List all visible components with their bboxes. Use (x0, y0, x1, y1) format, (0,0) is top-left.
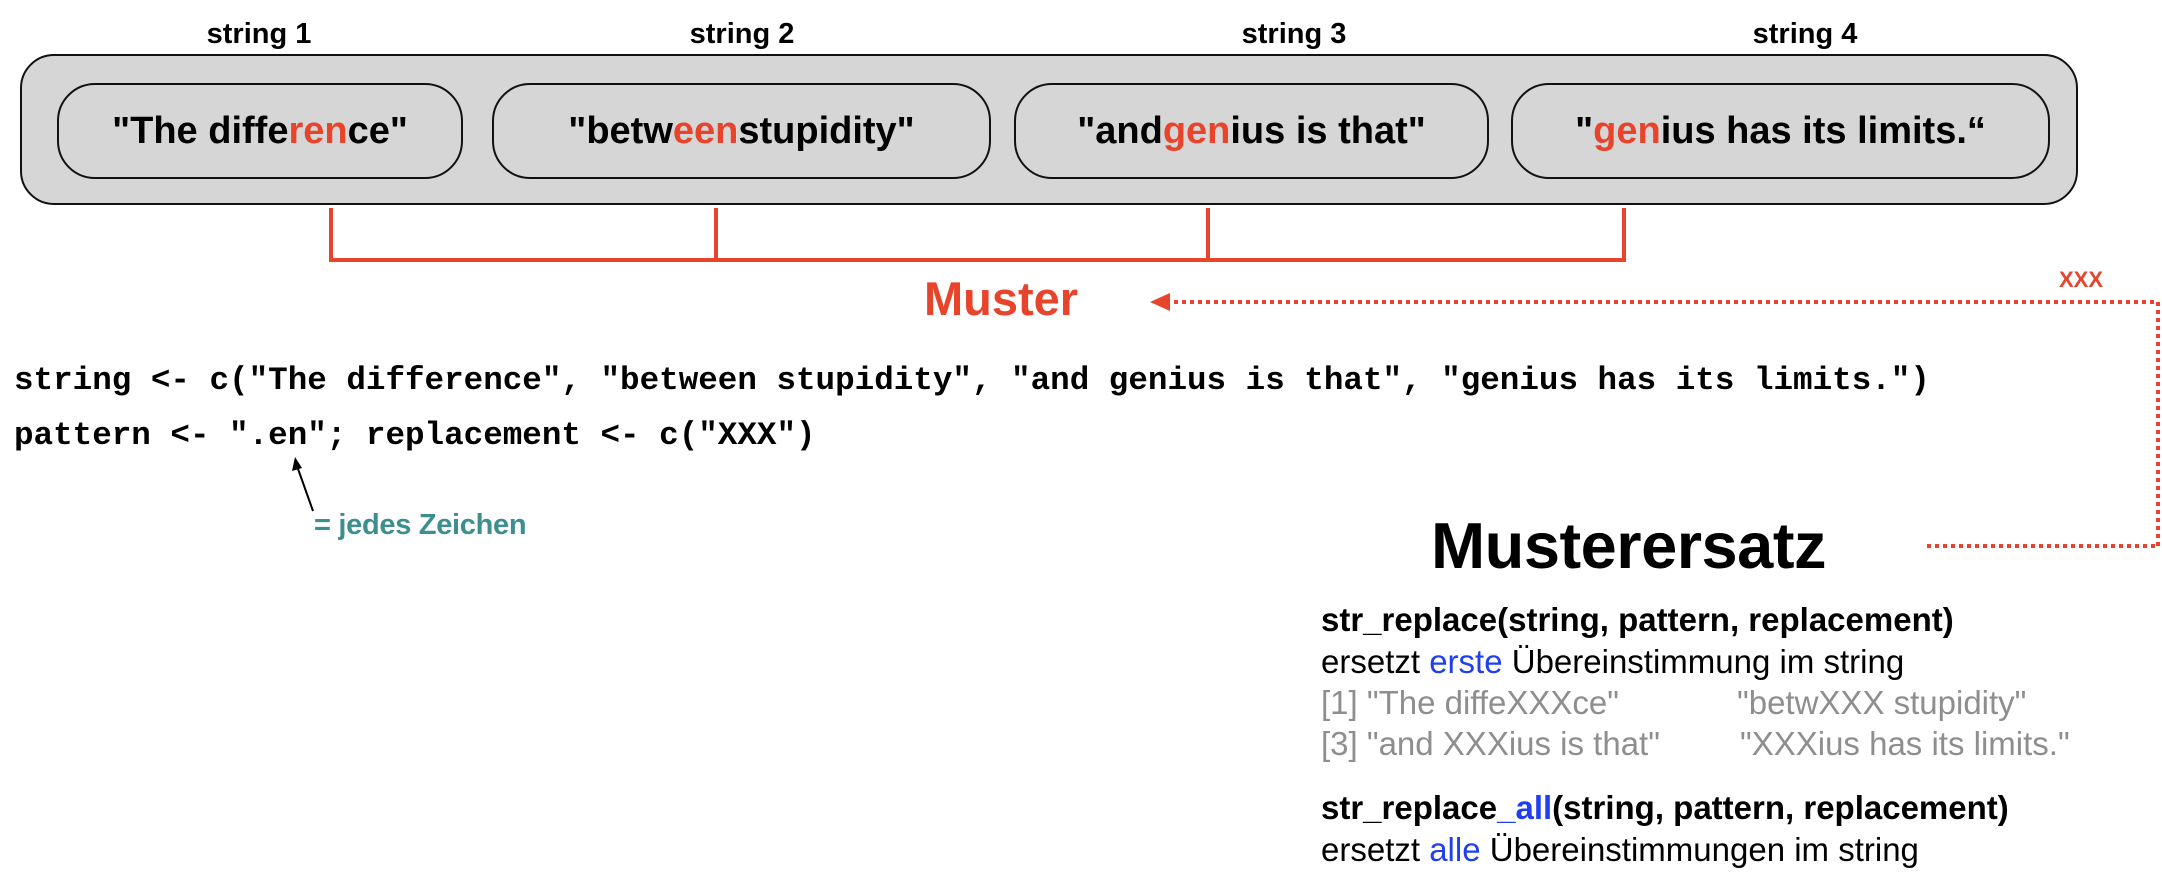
output-line-2: [3] "and XXXius is that" (1321, 725, 1660, 762)
pattern-match: een (672, 109, 739, 152)
desc-emphasis: alle (1429, 831, 1481, 868)
code-line-string: string <- c("The difference", "between s… (14, 362, 1930, 399)
str-replace-all-description: ersetzt alle Übereinstimmungen im string (1321, 830, 1919, 870)
string-2-label: string 2 (689, 18, 795, 50)
dot-annotation: = jedes Zeichen (314, 509, 527, 541)
desc-text: Übereinstimmungen im string (1480, 831, 1919, 868)
sig-text: str_replace (1321, 789, 1498, 826)
sig-text: (string, pattern, replacement) (1552, 789, 2009, 826)
section-title: Musterersatz (1431, 509, 1826, 582)
string-4-label: string 4 (1752, 18, 1858, 50)
string-text-after: ce" (347, 109, 408, 152)
pattern-label: Muster (924, 272, 1079, 325)
desc-text: Übereinstimmung im string (1502, 643, 1905, 680)
pattern-match: gen (1593, 109, 1661, 152)
string-text-after: ius is that" (1230, 109, 1426, 152)
pattern-match: ren (288, 109, 348, 152)
output-line-1-col2: "betwXXX stupidity" (1737, 684, 2027, 721)
string-text-before: "and (1077, 109, 1163, 152)
string-3-label: string 3 (1241, 18, 1347, 50)
string-text-before: " (1575, 109, 1594, 152)
output-line-1: [1] "The diffeXXXce" (1321, 684, 1619, 721)
str-replace-description: ersetzt erste Übereinstimmung im string (1321, 642, 1904, 682)
output-line-2-col2: "XXXius has its limits." (1740, 725, 2070, 762)
sig-emphasis: _all (1497, 789, 1553, 826)
str-replace-signature: str_replace(string, pattern, replacement… (1321, 601, 1954, 638)
arrow-left-icon (1150, 293, 1170, 311)
desc-text: ersetzt (1321, 643, 1430, 680)
pattern-match: gen (1162, 109, 1231, 152)
replacement-label: XXX (2059, 267, 2104, 292)
desc-text: ersetzt (1321, 831, 1430, 868)
code-line-pattern: pattern <- ".en"; replacement <- c("XXX"… (14, 417, 816, 454)
pattern-bracket (329, 208, 1626, 262)
string-text-before: "The diffe (112, 109, 289, 152)
arrow-up-icon (292, 457, 302, 471)
string-text-before: "betw (568, 109, 673, 152)
str-replace-all-signature: str_replace_all(string, pattern, replace… (1321, 788, 2009, 828)
string-text-after: ius has its limits.“ (1660, 109, 1986, 152)
desc-emphasis: erste (1429, 643, 1503, 680)
string-text-after: stupidity" (738, 109, 915, 152)
string-1-label: string 1 (206, 18, 312, 50)
annotation-arrow (292, 457, 314, 512)
